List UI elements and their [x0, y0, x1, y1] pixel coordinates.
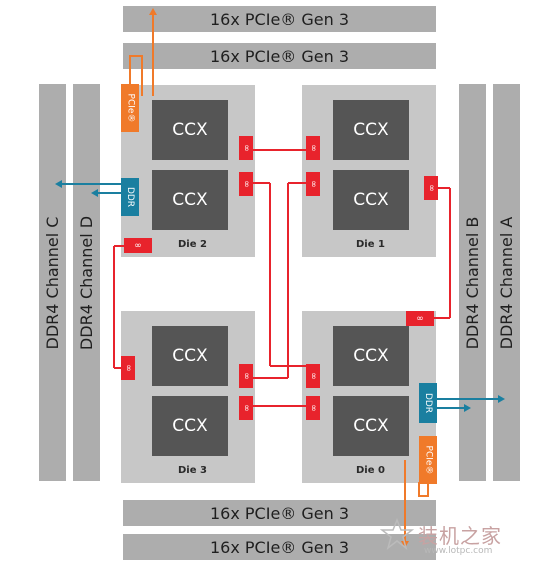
- arrow-right-icon: [464, 404, 471, 412]
- ccx-die2-top: CCX: [152, 100, 228, 160]
- pcie-tag-die0: PCIe®: [419, 436, 437, 484]
- infinity-link-icon: ∞: [239, 364, 253, 388]
- arrow-right-icon: [498, 395, 505, 403]
- pcie-link-die2-a: [129, 55, 143, 96]
- infinity-link-icon: ∞: [306, 396, 320, 420]
- ddr-tag-die2: DDR: [121, 178, 139, 216]
- infinity-link-icon: ∞: [424, 176, 438, 200]
- pcie-tag-die2: PCIe®: [121, 84, 139, 132]
- ccx-die3-bottom: CCX: [152, 396, 228, 456]
- ccx-die1-top: CCX: [333, 100, 409, 160]
- infinity-link-icon: ∞: [121, 356, 135, 380]
- ddr4-channel-b-bar: [459, 84, 486, 481]
- ccx-die2-bottom: CCX: [152, 170, 228, 230]
- ccx-die1-bottom: CCX: [333, 170, 409, 230]
- infinity-link-icon: ∞: [239, 136, 253, 160]
- pcie-slot-top-2: 16x PCIe® Gen 3: [123, 43, 436, 69]
- star-logo-icon: [380, 518, 414, 550]
- infinity-link-icon: ∞: [306, 172, 320, 196]
- infinity-link-icon: ∞: [306, 136, 320, 160]
- ddr4-channel-c-bar: [39, 84, 66, 481]
- watermark-url: www.lotpc.com: [424, 546, 493, 556]
- die-0-label: Die 0: [356, 465, 385, 476]
- arrow-up-icon: [149, 8, 157, 15]
- arrow-left-icon: [55, 180, 62, 188]
- ddr4-channel-d-bar: [73, 84, 100, 481]
- ccx-die3-top: CCX: [152, 326, 228, 386]
- infinity-link-icon: ∞: [239, 396, 253, 420]
- infinity-link-icon: ∞: [306, 364, 320, 388]
- ddr4-channel-a-bar: [493, 84, 520, 481]
- infinity-link-icon: ∞: [124, 238, 152, 253]
- ccx-die0-top: CCX: [333, 326, 409, 386]
- arrow-left-icon: [91, 189, 98, 197]
- pcie-slot-top-1: 16x PCIe® Gen 3: [123, 6, 436, 32]
- die-1-label: Die 1: [356, 239, 385, 250]
- pcie-slot-bottom-2: 16x PCIe® Gen 3: [123, 534, 436, 560]
- pcie-slot-bottom-1: 16x PCIe® Gen 3: [123, 500, 436, 526]
- die-3-label: Die 3: [178, 465, 207, 476]
- infinity-link-icon: ∞: [406, 311, 434, 326]
- ddr-tag-die0: DDR: [419, 383, 437, 423]
- die-2-label: Die 2: [178, 239, 207, 250]
- ccx-die0-bottom: CCX: [333, 396, 409, 456]
- watermark-name: 装机之家: [418, 524, 502, 548]
- infinity-link-icon: ∞: [239, 172, 253, 196]
